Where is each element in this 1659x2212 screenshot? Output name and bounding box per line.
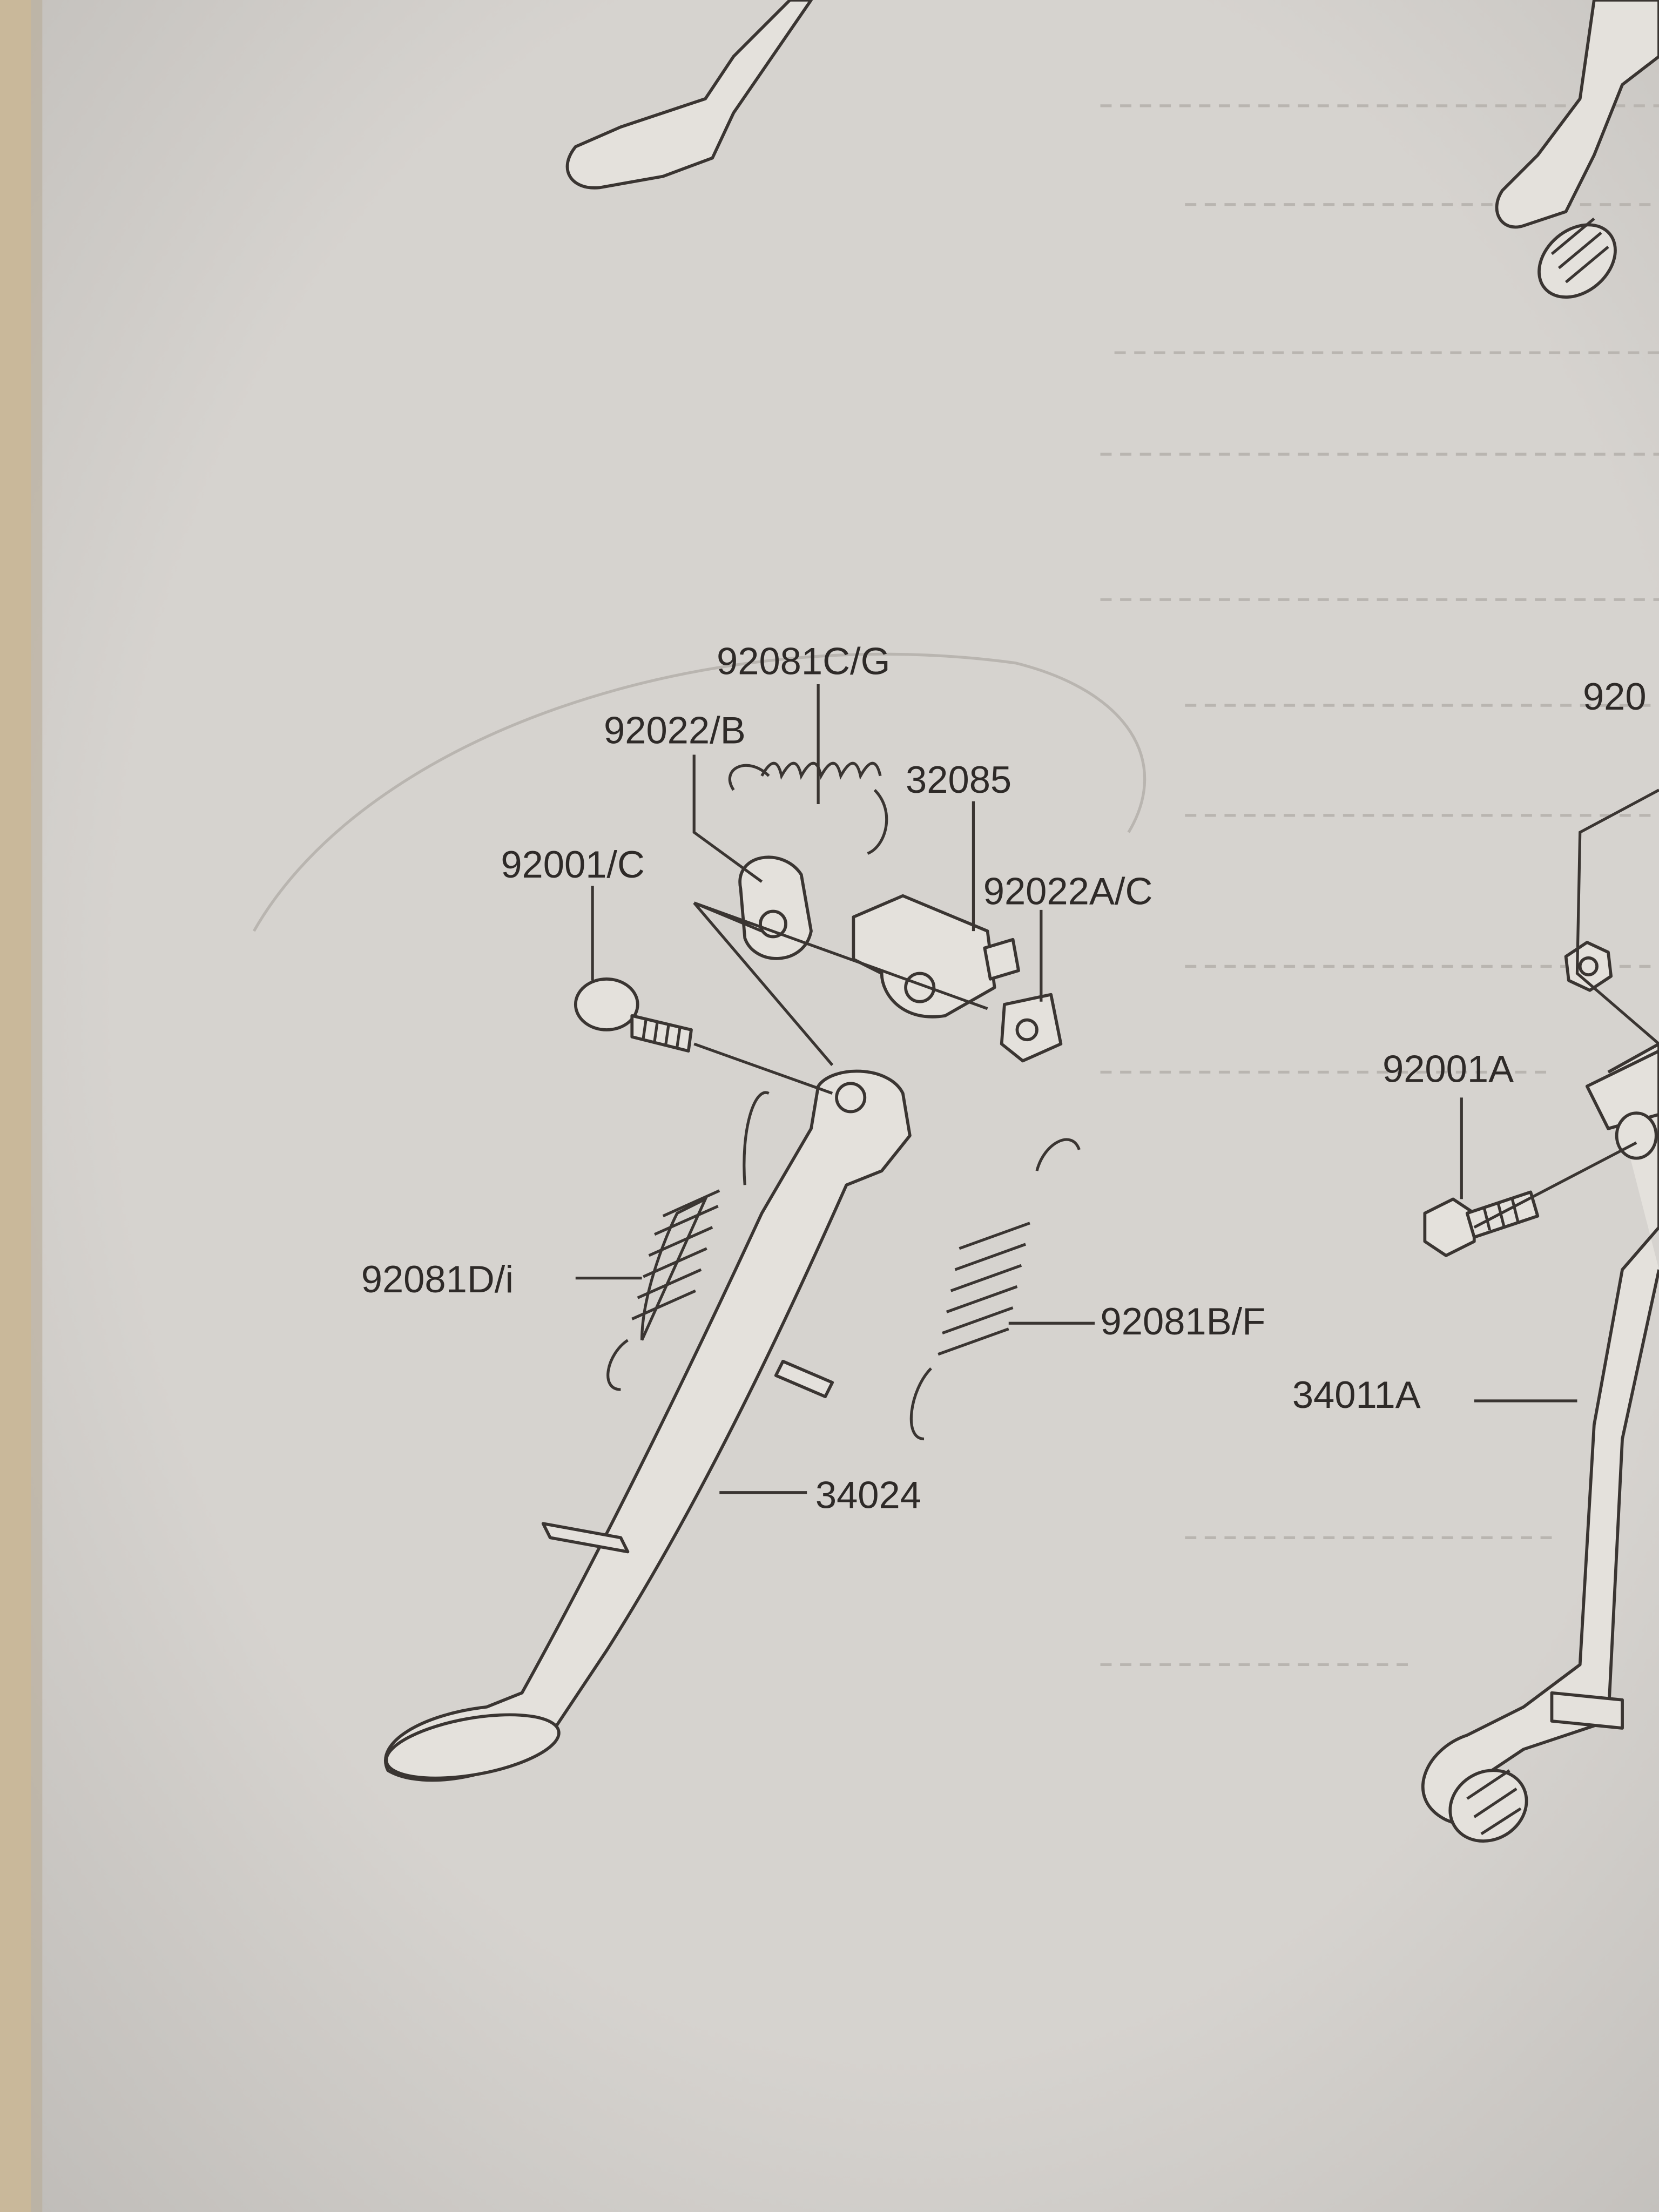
- plate-92022B: [738, 855, 813, 960]
- center-stand-34011A: [1421, 1042, 1659, 1843]
- label-92081C-G: 92081C/G: [717, 640, 890, 683]
- label-920-cut: 920: [1583, 675, 1647, 718]
- label-92081D-i: 92081D/i: [361, 1258, 514, 1300]
- label-92022-B: 92022/B: [604, 709, 746, 752]
- label-34011A: 34011A: [1292, 1373, 1421, 1416]
- label-92022A-C: 92022A/C: [983, 869, 1153, 912]
- leader-lines: [575, 684, 1659, 1494]
- stand-foot-top: [565, 0, 813, 190]
- bolt-92001C: [574, 977, 693, 1053]
- label-92001A: 92001A: [1382, 1048, 1514, 1090]
- label-34024: 34024: [815, 1473, 921, 1516]
- spring-92081B-F: [909, 1138, 1081, 1441]
- side-stand-34024: [384, 1069, 912, 1782]
- label-32085: 32085: [906, 758, 1011, 801]
- label-92081B-F: 92081B/F: [1101, 1300, 1266, 1343]
- bleed-through-lines: [252, 104, 1659, 1667]
- spring-92081C-G: [728, 761, 888, 855]
- plate-92022A-C: [1000, 993, 1063, 1063]
- label-92001-C: 92001/C: [501, 843, 645, 886]
- spring-92081D-i: [606, 1091, 770, 1391]
- center-stand-pedal-top: [1495, 0, 1659, 299]
- page-binding-edge: [0, 0, 31, 2212]
